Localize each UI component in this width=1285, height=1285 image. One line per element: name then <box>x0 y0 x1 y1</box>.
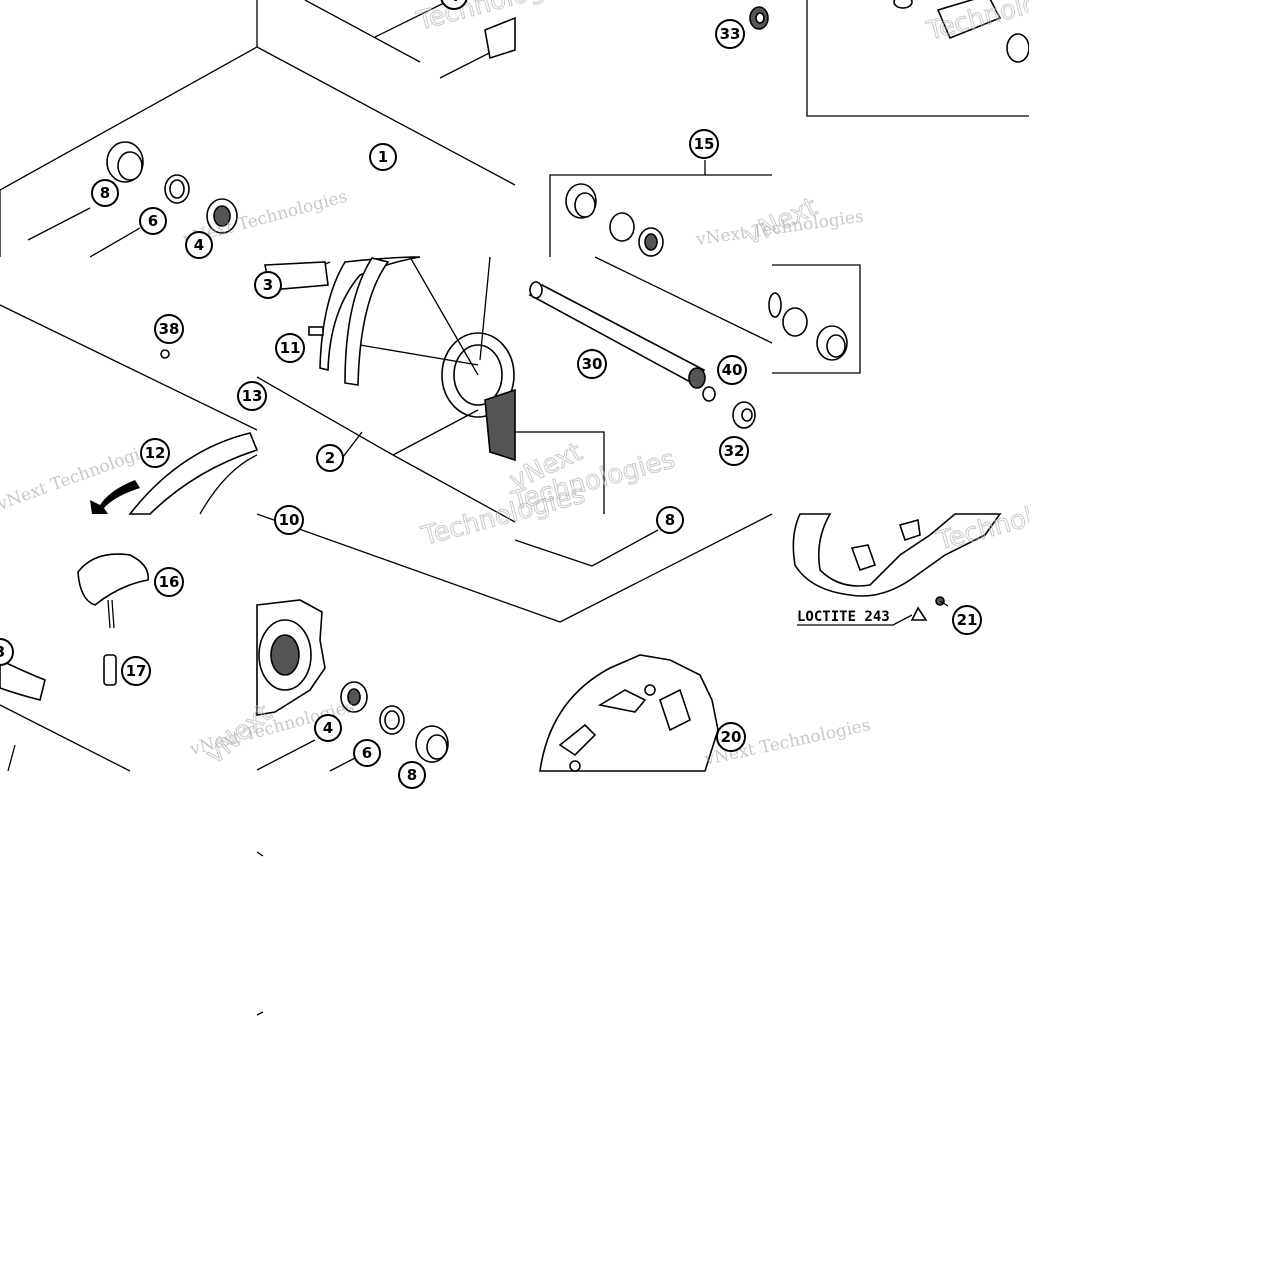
lower-frame-lines <box>256 513 773 623</box>
callout-8-mid: 8 <box>656 506 684 534</box>
watermark: vNext Technologies <box>0 438 160 515</box>
rim-tape-part <box>0 659 131 772</box>
callout-8-lower: 8 <box>398 761 426 789</box>
wheel-2-rim <box>264 256 421 386</box>
washer-40-part <box>702 386 716 402</box>
nut-32-part <box>732 401 756 429</box>
callout-10: 10 <box>274 505 304 535</box>
svg-text:21: 21 <box>957 611 978 629</box>
seat-16-part <box>77 553 149 629</box>
callout-12: 12 <box>140 438 170 468</box>
seal-33-part <box>749 6 769 30</box>
callout-21: 21 <box>952 605 982 635</box>
callout-4: 4 <box>185 231 213 259</box>
svg-text:20: 20 <box>721 728 742 746</box>
brake-disc-20-part <box>539 654 719 772</box>
ring-6-part <box>164 174 190 204</box>
svg-text:10: 10 <box>279 511 300 529</box>
svg-text:6: 6 <box>362 744 372 762</box>
axle-sleeve-part <box>484 16 516 60</box>
callout-8: 8 <box>91 179 119 207</box>
callout-32: 32 <box>719 436 749 466</box>
svg-text:38: 38 <box>159 320 180 338</box>
svg-text:12: 12 <box>145 444 166 462</box>
callout-38: 38 <box>154 314 184 344</box>
callout-1: 1 <box>369 143 397 171</box>
svg-text:3: 3 <box>0 643 5 661</box>
svg-text:30: 30 <box>582 355 603 373</box>
callout-30: 30 <box>577 349 607 379</box>
assembly-frame-lines <box>0 0 516 258</box>
axle-30-part <box>528 281 706 389</box>
svg-text:8: 8 <box>100 184 110 202</box>
callout-6-lower: 6 <box>353 739 381 767</box>
svg-text:33: 33 <box>720 25 741 43</box>
svg-text:8: 8 <box>407 766 417 784</box>
bearing-4-part <box>206 198 238 234</box>
callout-33: 33 <box>715 19 745 49</box>
callout-13: 13 <box>237 381 267 411</box>
upper-right-frame <box>806 0 1030 117</box>
lower-bearings <box>256 681 449 772</box>
callout-11: 11 <box>275 333 305 363</box>
svg-text:40: 40 <box>722 361 743 379</box>
loctite-note: LOCTITE 243 <box>797 609 890 625</box>
svg-text:3: 3 <box>263 276 273 294</box>
watermark: vNext <box>740 192 822 251</box>
axle-bracket-lines <box>515 264 861 514</box>
svg-text:8: 8 <box>665 511 675 529</box>
callout-17: 17 <box>121 656 151 686</box>
svg-text:17: 17 <box>126 662 147 680</box>
callout-6: 6 <box>139 207 167 235</box>
svg-text:6: 6 <box>148 212 158 230</box>
svg-text:32: 32 <box>724 442 745 460</box>
callout-2: 2 <box>316 444 344 472</box>
callout-4-lower: 4 <box>314 714 342 742</box>
wheel-hub-part <box>359 256 516 462</box>
svg-text:2: 2 <box>325 449 335 467</box>
brake-disc-upper-part <box>792 513 1002 597</box>
callout-3: 3 <box>254 271 282 299</box>
valve-11-part <box>308 326 324 336</box>
arrow-icon <box>90 480 140 514</box>
wheel-frame-lines <box>256 376 516 523</box>
left-mid-lines <box>0 304 259 515</box>
callout-40: 40 <box>717 355 747 385</box>
svg-text:13: 13 <box>242 387 263 405</box>
callout-4-top: 4 <box>440 0 468 10</box>
svg-text:1: 1 <box>378 148 388 166</box>
svg-text:4: 4 <box>323 719 333 737</box>
callout-20: 20 <box>716 722 746 752</box>
hub-flange-part <box>256 599 326 716</box>
edge-marks <box>256 851 264 1016</box>
bolt-17-part <box>103 654 117 686</box>
bushing-8-part <box>106 141 144 183</box>
svg-text:4: 4 <box>194 236 204 254</box>
svg-text:16: 16 <box>159 573 180 591</box>
callout-16: 16 <box>154 567 184 597</box>
svg-text:11: 11 <box>280 339 301 357</box>
svg-text:4: 4 <box>449 0 459 5</box>
screw-21-part <box>797 596 949 626</box>
callout-3-left: 3 <box>0 638 14 666</box>
callout-15: 15 <box>689 129 719 159</box>
kit-15-bracket <box>549 160 773 344</box>
svg-text:15: 15 <box>694 135 715 153</box>
